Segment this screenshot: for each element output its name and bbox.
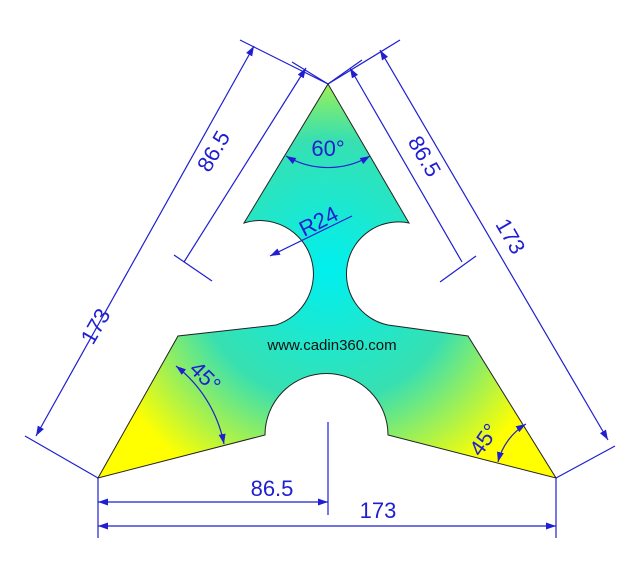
ext-line-right-partial-top [327, 59, 363, 85]
dim-left-partial-label: 86.5 [192, 126, 235, 176]
dim-top-angle-label: 60° [311, 136, 344, 161]
watermark-text: www.cadin360.com [266, 337, 396, 354]
ext-line-left-partial-top [291, 61, 329, 85]
dim-right-angle-arc [497, 423, 527, 463]
ext-line-right-bottom [555, 445, 616, 479]
ext-line-left-bottom [24, 435, 99, 479]
dim-left-full-line [35, 45, 255, 437]
ext-line-left-partial-bottom [173, 254, 213, 282]
ext-line-right-top [327, 39, 401, 85]
dim-bottom-full-label: 173 [360, 498, 397, 523]
dim-radius-leader [269, 215, 353, 257]
dim-bottom-partial-label: 86.5 [251, 476, 294, 501]
dim-left-partial-line [183, 67, 307, 263]
dim-left-angle-arc [175, 365, 226, 445]
ext-line-left-top [239, 39, 329, 85]
dim-right-full-line [379, 49, 609, 441]
dim-left-full-label: 173 [75, 304, 115, 348]
dim-right-partial-label: 86.5 [403, 131, 446, 181]
dim-right-full-label: 173 [490, 214, 530, 258]
ext-line-right-partial-bottom [439, 255, 477, 283]
dim-top-angle-arc [285, 155, 371, 169]
